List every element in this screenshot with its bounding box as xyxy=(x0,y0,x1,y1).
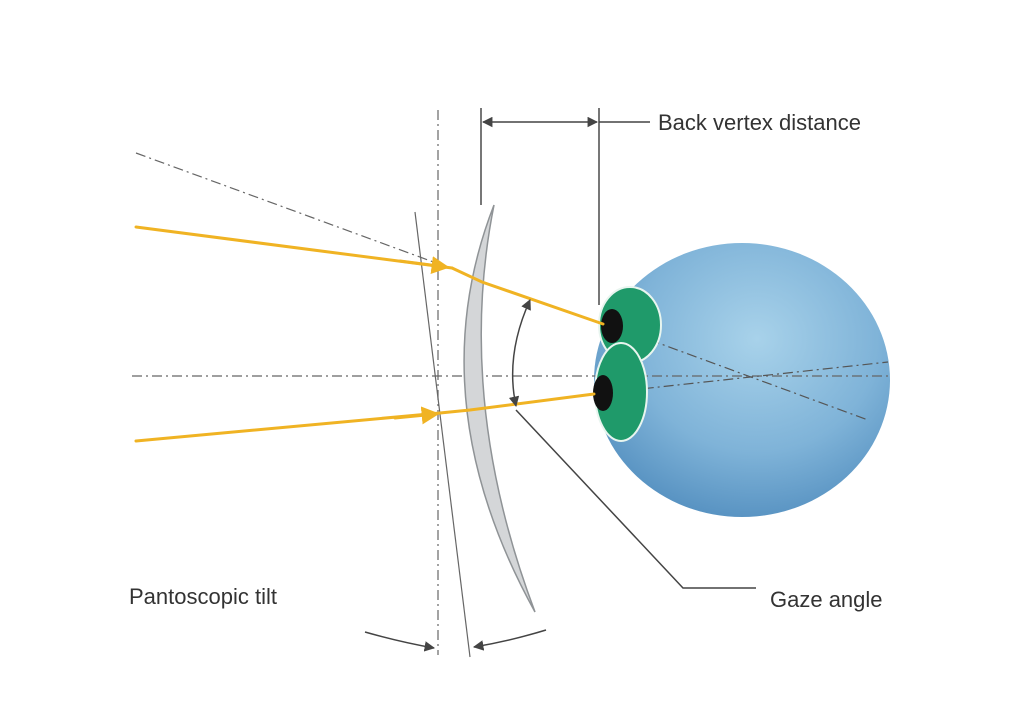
pantoscopic-tilt-label: Pantoscopic tilt xyxy=(129,584,277,609)
eyeball-icon xyxy=(594,243,890,517)
gaze-angle-label: Gaze angle xyxy=(770,587,883,612)
gaze-angle-leader-line xyxy=(515,409,756,589)
gaze-angle-arc xyxy=(508,299,531,408)
tilted-lens-plane-line xyxy=(414,211,471,658)
lower-axis-through-eye-line xyxy=(603,361,889,394)
lower-light-ray xyxy=(134,392,596,443)
lower-iris-icon xyxy=(593,342,648,442)
upper-gaze-axis-line xyxy=(135,152,459,272)
pantoscopic-tilt-right-arc xyxy=(472,629,547,651)
upper-light-ray xyxy=(134,225,605,326)
back-vertex-distance-label: Back vertex distance xyxy=(658,110,861,135)
pantoscopic-tilt-left-arc xyxy=(364,631,436,652)
